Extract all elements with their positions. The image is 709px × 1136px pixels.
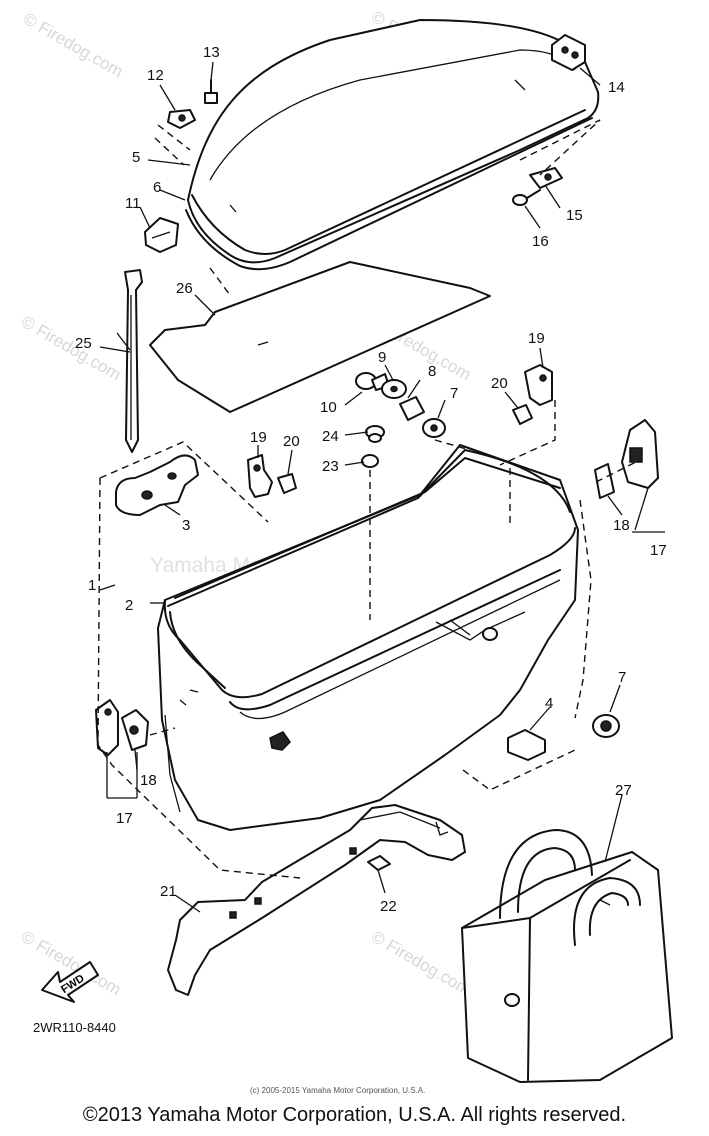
part-label-26: 26 (176, 280, 193, 297)
part-label-7: 7 (450, 385, 458, 402)
watermark-site: © Firedog.com (20, 9, 126, 81)
part-label-14: 14 (608, 79, 625, 96)
part-label-5: 5 (132, 149, 140, 166)
part-label-12: 12 (147, 67, 164, 84)
part-label-10: 10 (320, 399, 337, 416)
part-label-7: 7 (618, 669, 626, 686)
hinge-14 (551, 34, 586, 71)
part-label-2: 2 (125, 597, 133, 614)
latch-17-left (95, 699, 149, 756)
small-note: (c) 2005-2015 Yamaha Motor Corporation, … (250, 1086, 425, 1095)
part-label-6: 6 (153, 179, 161, 196)
block-4 (507, 729, 546, 761)
bracket-15 (512, 167, 563, 206)
plate-3 (115, 454, 199, 516)
case-2 (157, 444, 579, 831)
part-label-27: 27 (615, 782, 632, 799)
watermark-site: © Firedog.com (368, 927, 474, 999)
part-label-16: 16 (532, 233, 549, 250)
part-labels: 13 12 14 5 6 11 15 16 26 25 19 20 9 8 7 … (75, 44, 667, 915)
part-label-4: 4 (545, 695, 553, 712)
block-22 (367, 855, 391, 871)
liner-26 (149, 261, 491, 413)
part-label-3: 3 (182, 517, 190, 534)
part-label-9: 9 (378, 349, 386, 366)
bushings (355, 372, 446, 438)
part-label-13: 13 (203, 44, 220, 61)
bag-27 (461, 829, 673, 1083)
bracket-12 (167, 79, 218, 129)
part-label-15: 15 (566, 207, 583, 224)
grommet-24 (361, 425, 385, 468)
part-label-17: 17 (116, 810, 133, 827)
part-label-21: 21 (160, 883, 177, 900)
copyright-text: ©2013 Yamaha Motor Corporation, U.S.A. A… (82, 1104, 627, 1126)
part-label-20: 20 (283, 433, 300, 450)
part-label-17: 17 (650, 542, 667, 559)
bracket-19-left (247, 454, 297, 498)
bracket-19-right (512, 364, 553, 425)
part-label-11: 11 (125, 195, 141, 212)
diagram-code: 2WR110-8440 (33, 1020, 116, 1035)
latch-17-right (594, 419, 659, 499)
grommet-7 (592, 714, 620, 738)
part-label-22: 22 (380, 898, 397, 915)
bracket-21 (167, 804, 466, 996)
part-label-23: 23 (322, 458, 339, 475)
lid (185, 19, 600, 271)
leader-lines (99, 61, 665, 913)
part-label-20: 20 (491, 375, 508, 392)
part-label-18: 18 (140, 772, 157, 789)
part-label-25: 25 (75, 335, 92, 352)
strap-25 (124, 269, 143, 453)
part-label-24: 24 (322, 428, 339, 445)
latch-11 (144, 217, 179, 253)
part-label-18: 18 (613, 517, 630, 534)
part-label-1: 1 (88, 577, 96, 594)
part-label-8: 8 (428, 363, 436, 380)
part-label-19: 19 (528, 330, 545, 347)
part-label-19: 19 (250, 429, 267, 446)
